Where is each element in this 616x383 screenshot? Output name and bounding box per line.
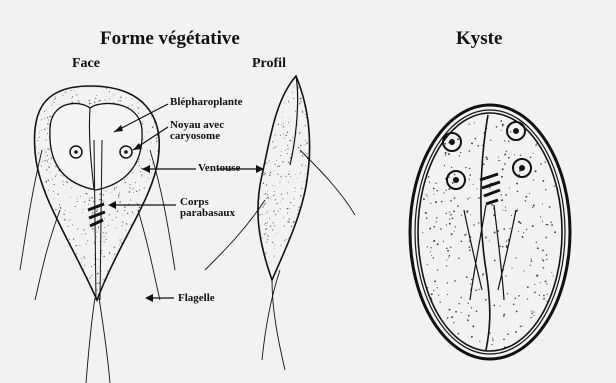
cyst [410, 105, 570, 359]
label-parabasal: Corps parabasaux [180, 197, 235, 219]
face-trophozoite [20, 83, 175, 383]
cyst-title: Kyste [456, 28, 502, 50]
cyst-median-line [481, 115, 490, 350]
vegetative-form-title: Forme végétative [100, 28, 240, 50]
label-nucleus: Noyau avec caryosome [170, 120, 224, 142]
cyst-axonemes [464, 205, 516, 300]
label-blepharoplast: Blépharoplante [170, 97, 243, 108]
profile-trophozoite [205, 74, 355, 370]
label-parabasal-line2: parabasaux [180, 208, 235, 219]
profile-view-title: Profil [252, 56, 286, 72]
label-nucleus-line2: caryosome [170, 131, 224, 142]
profile-body-outline [258, 76, 310, 280]
profile-sucker-edge [290, 76, 298, 165]
face-view-title: Face [72, 56, 100, 72]
label-sucker: Ventouse [198, 163, 240, 174]
face-parabasal-bodies [88, 204, 105, 226]
cyst-parabasal-bodies [480, 174, 500, 204]
label-flagellum: Flagelle [178, 293, 215, 304]
